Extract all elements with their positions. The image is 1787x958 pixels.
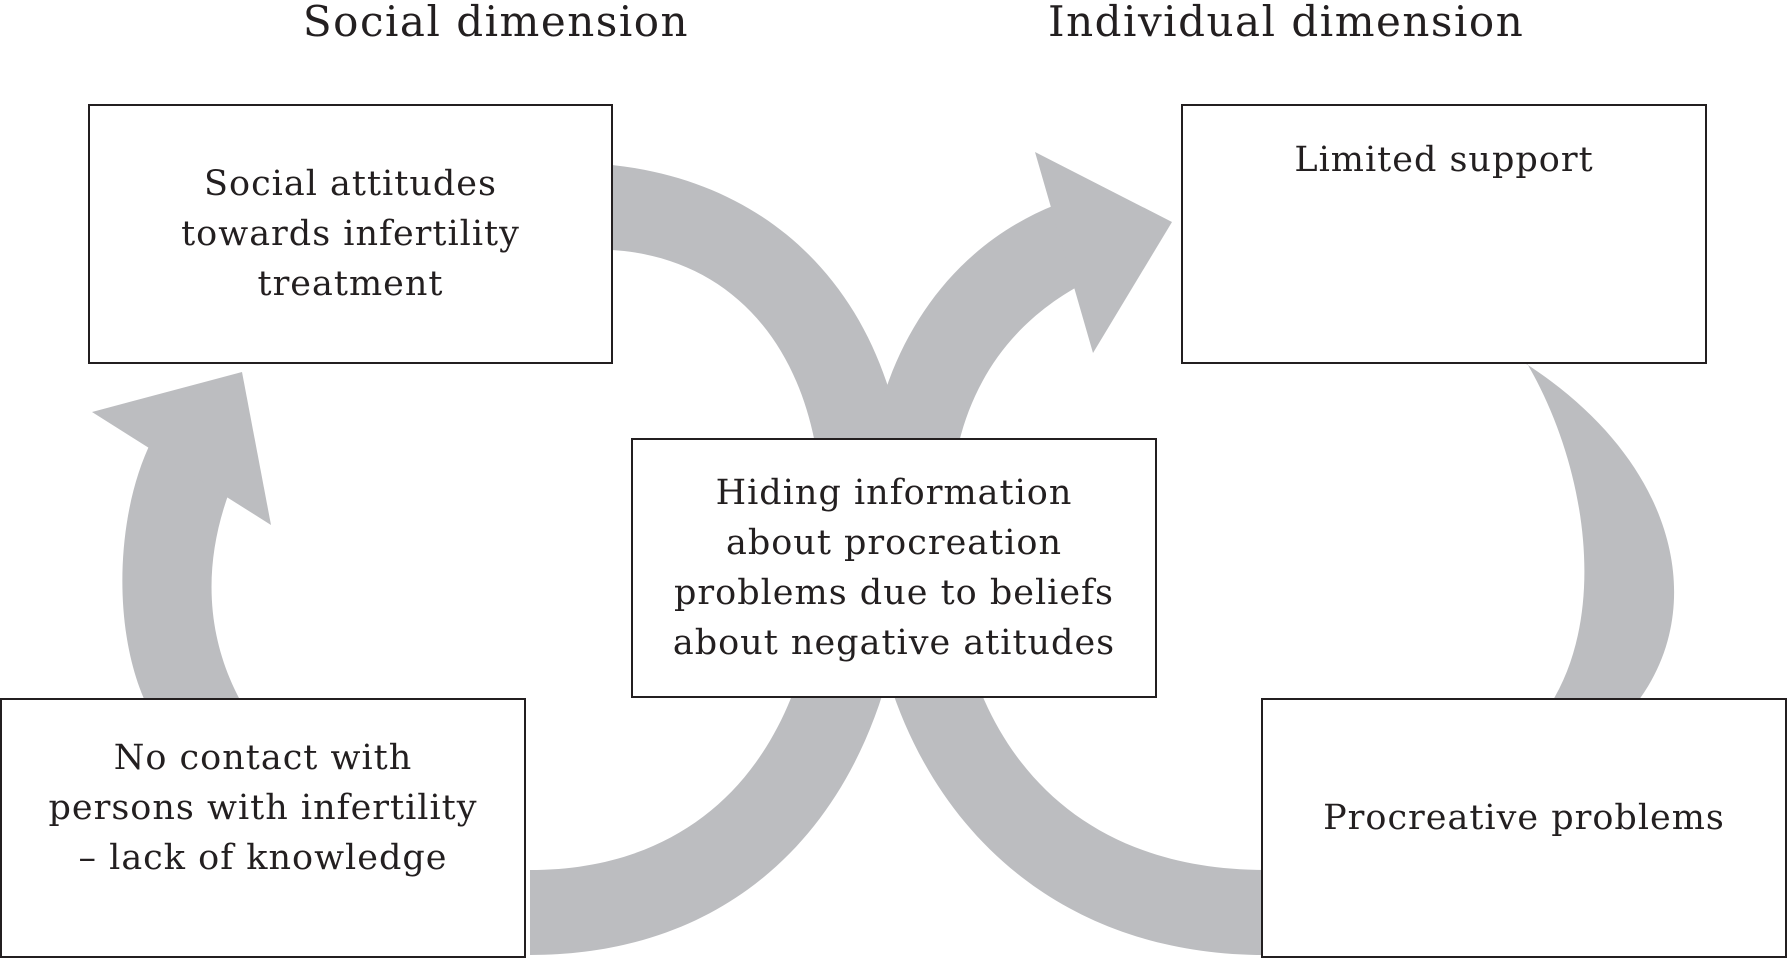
box-social-attitudes-label: Social attitudes towards infertility tre…: [181, 164, 520, 304]
box-procreative-problems-label: Procreative problems: [1323, 798, 1725, 838]
band-center-to-top-right: [865, 205, 1265, 955]
arrowheads: [92, 152, 1172, 525]
box-no-contact: No contact with persons with infertility…: [0, 698, 526, 958]
arrowhead-to-limited-support: [1035, 152, 1172, 353]
flow-bands: [122, 165, 1675, 955]
box-limited-support-label: Limited support: [1294, 140, 1594, 180]
band-right-arc: [1520, 360, 1675, 705]
arrowhead-to-social-attitudes: [92, 372, 271, 525]
heading-social-dimension: Social dimension: [302, 0, 690, 46]
band-center-to-bottom-left: [530, 165, 908, 955]
box-hiding-information-label: Hiding information about procreation pro…: [672, 473, 1116, 663]
heading-individual-dimension: Individual dimension: [1048, 0, 1525, 46]
box-limited-support: Limited support: [1181, 104, 1707, 364]
band-left-arc: [122, 440, 252, 720]
box-no-contact-label: No contact with persons with infertility…: [48, 738, 478, 878]
box-procreative-problems: Procreative problems: [1261, 698, 1787, 958]
box-social-attitudes: Social attitudes towards infertility tre…: [88, 104, 613, 364]
box-hiding-information: Hiding information about procreation pro…: [631, 438, 1157, 698]
